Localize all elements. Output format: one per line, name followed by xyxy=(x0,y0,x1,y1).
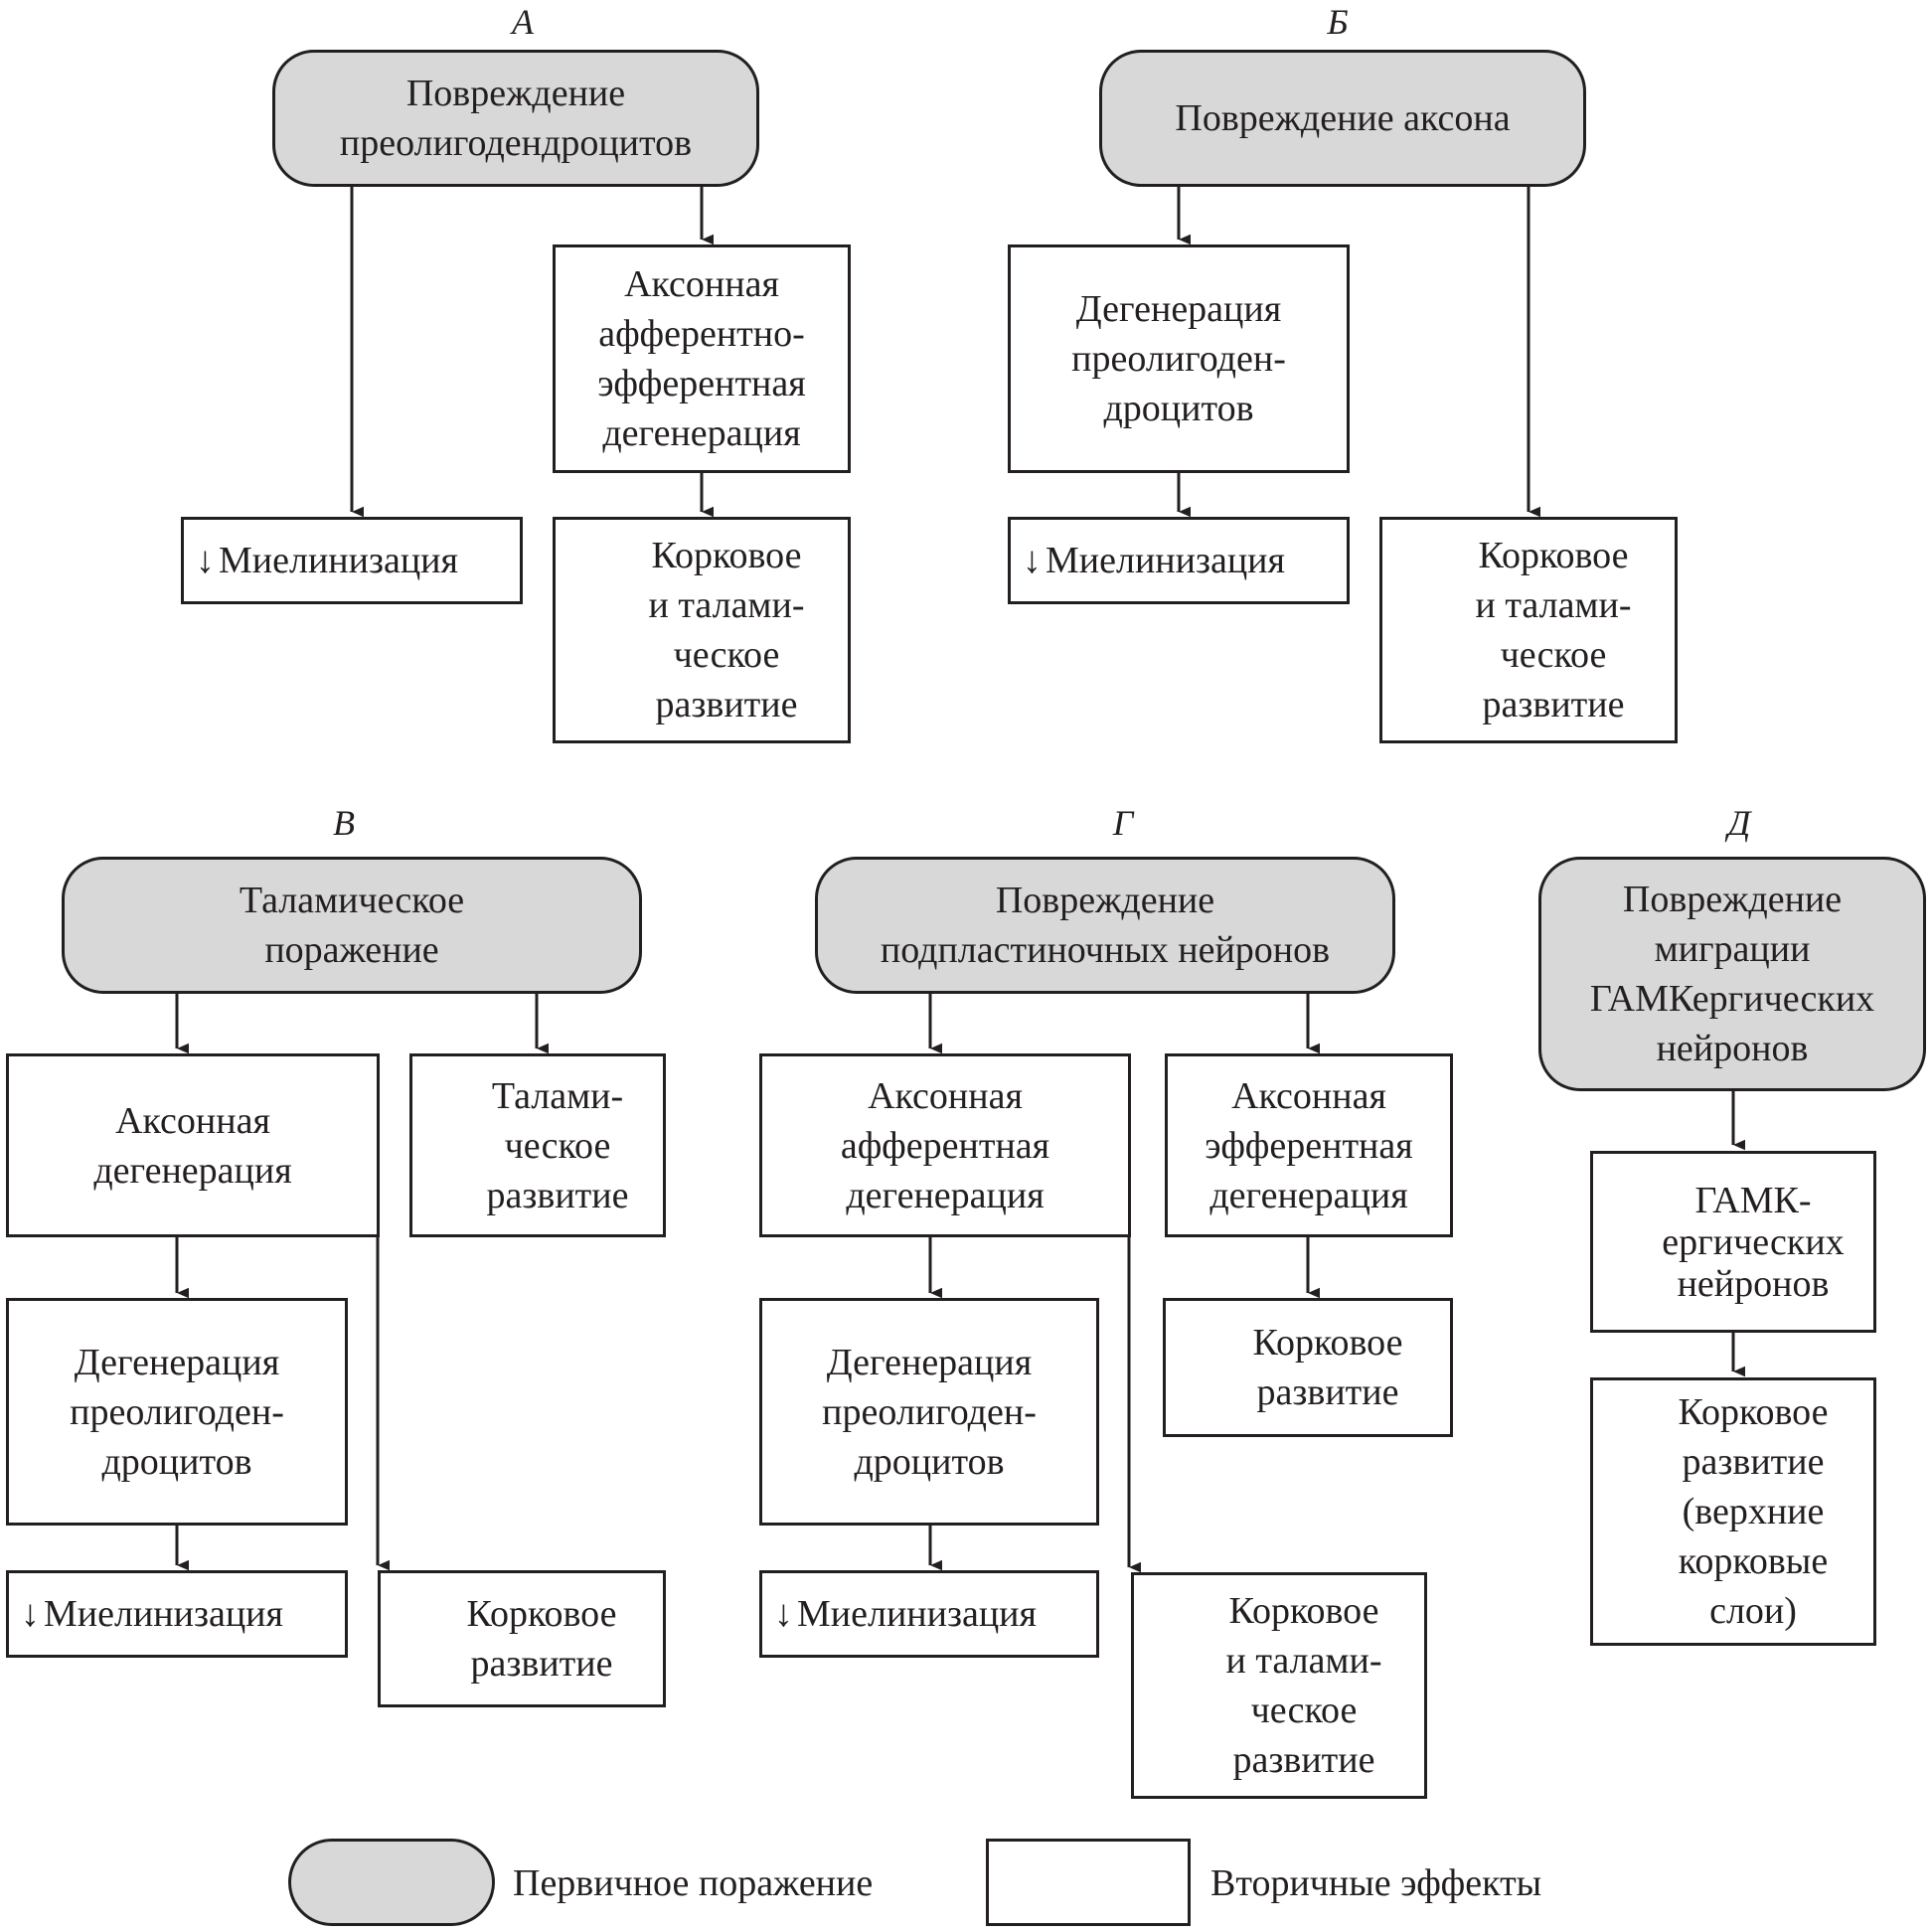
panel-v-axonal-degeneration: Аксонная дегенерация xyxy=(6,1053,380,1237)
panel-v-cortical-label: Корковое развитие xyxy=(466,1593,617,1685)
panel-g-efferent-degeneration: Аксонная эфферентная дегенерация xyxy=(1165,1053,1453,1237)
panel-d-gaba-label: ГАМК- ергических нейронов xyxy=(1662,1179,1845,1305)
decrease-arrow-icon: ↓ xyxy=(774,1593,793,1635)
panel-d-gaba-neurons: ГАМК- ергических нейронов xyxy=(1590,1151,1876,1333)
panel-b-myelination-label: Миелинизация xyxy=(1046,540,1285,581)
panel-v-preoligo-degeneration: Дегенерация преолигоден- дроцитов xyxy=(6,1298,348,1526)
panel-g-myelination: ↓ Миелинизация xyxy=(759,1570,1099,1658)
panel-g-primary-label: Повреждение подпластиночных нейронов xyxy=(880,880,1331,971)
panel-v-thalamic-label: Талами- ческое развитие xyxy=(486,1074,629,1216)
panel-b-degeneration-label: Дегенерация преолигоден- дроцитов xyxy=(1071,288,1286,429)
panel-g-cortical-small-label: Корковое развитие xyxy=(1252,1322,1403,1413)
panel-g-myelination-label: Миелинизация xyxy=(797,1593,1037,1635)
panel-d-primary-lesion: Повреждение миграции ГАМКергических нейр… xyxy=(1538,857,1926,1091)
panel-d-primary-label: Повреждение миграции ГАМКергических нейр… xyxy=(1589,879,1875,1069)
panel-v-thalamic-development: Талами- ческое развитие xyxy=(409,1053,666,1237)
panel-v-primary-label: Таламическое поражение xyxy=(239,880,465,971)
panel-b-cortical-label: Корковое и талами- ческое развитие xyxy=(1475,535,1632,725)
decrease-arrow-icon: ↓ xyxy=(21,1593,40,1635)
panel-letter-a: А xyxy=(512,2,534,42)
panel-g-cortical-development-small: Корковое развитие xyxy=(1163,1298,1453,1437)
panel-a-axonal-degeneration: Аксонная афферентно- эфферентная дегенер… xyxy=(553,244,851,473)
panel-b-myelination: ↓ Миелинизация xyxy=(1008,517,1350,604)
panel-a-axonal-label: Аксонная афферентно- эфферентная дегенер… xyxy=(597,263,806,454)
panel-b-preoligo-degeneration: Дегенерация преолигоден- дроцитов xyxy=(1008,244,1350,473)
panel-v-primary-lesion: Таламическое поражение xyxy=(62,857,642,994)
panel-letter-b: Б xyxy=(1327,2,1349,42)
legend-secondary-swatch xyxy=(986,1839,1191,1926)
panel-v-cortical-development: Корковое развитие xyxy=(378,1570,666,1707)
panel-v-axonal-label: Аксонная дегенерация xyxy=(93,1099,292,1192)
decrease-arrow-icon: ↓ xyxy=(1023,540,1042,581)
panel-g-primary-lesion: Повреждение подпластиночных нейронов xyxy=(815,857,1395,994)
legend-secondary-label: Вторичные эффекты xyxy=(1210,1862,1542,1904)
panel-g-cortical-label: Корковое и талами- ческое развитие xyxy=(1225,1590,1382,1781)
legend-primary-label: Первичное поражение xyxy=(513,1862,874,1904)
panel-g-preoligo-degeneration: Дегенерация преолигоден- дроцитов xyxy=(759,1298,1099,1526)
panel-b-primary-label: Повреждение аксона xyxy=(1175,97,1511,139)
panel-a-cortical-label: Корковое и талами- ческое развитие xyxy=(648,535,805,725)
panel-a-myelination: ↓ Миелинизация xyxy=(181,517,523,604)
panel-v-myelination: ↓ Миелинизация xyxy=(6,1570,348,1658)
panel-g-cortical-development: Корковое и талами- ческое развитие xyxy=(1131,1572,1427,1799)
panel-a-cortical-development: Корковое и талами- ческое развитие xyxy=(553,517,851,743)
panel-b-primary-lesion: Повреждение аксона xyxy=(1099,50,1586,187)
panel-g-afferent-degeneration: Аксонная афферентная дегенерация xyxy=(759,1053,1131,1237)
panel-letter-g: Г xyxy=(1112,803,1134,843)
panel-g-efferent-label: Аксонная эфферентная дегенерация xyxy=(1205,1074,1413,1216)
legend-primary-swatch xyxy=(288,1839,495,1926)
panel-g-degeneration-label: Дегенерация преолигоден- дроцитов xyxy=(822,1341,1037,1483)
decrease-arrow-icon: ↓ xyxy=(196,540,215,581)
panel-d-cortical-development: Корковое развитие (верхние корковые слои… xyxy=(1590,1377,1876,1646)
panel-d-cortical-label: Корковое развитие (верхние корковые слои… xyxy=(1678,1391,1829,1632)
panel-b-cortical-development: Корковое и талами- ческое развитие xyxy=(1379,517,1678,743)
panel-v-myelination-label: Миелинизация xyxy=(44,1593,283,1635)
panel-letter-v: В xyxy=(333,803,355,843)
panel-a-myelination-label: Миелинизация xyxy=(219,540,458,581)
panel-g-afferent-label: Аксонная афферентная дегенерация xyxy=(840,1074,1050,1216)
panel-a-primary-label: Повреждение преолигодендроцитов xyxy=(339,73,693,164)
panel-v-degeneration-label: Дегенерация преолигоден- дроцитов xyxy=(70,1341,284,1483)
panel-a-primary-lesion: Повреждение преолигодендроцитов xyxy=(272,50,759,187)
panel-letter-d: Д xyxy=(1727,803,1751,843)
